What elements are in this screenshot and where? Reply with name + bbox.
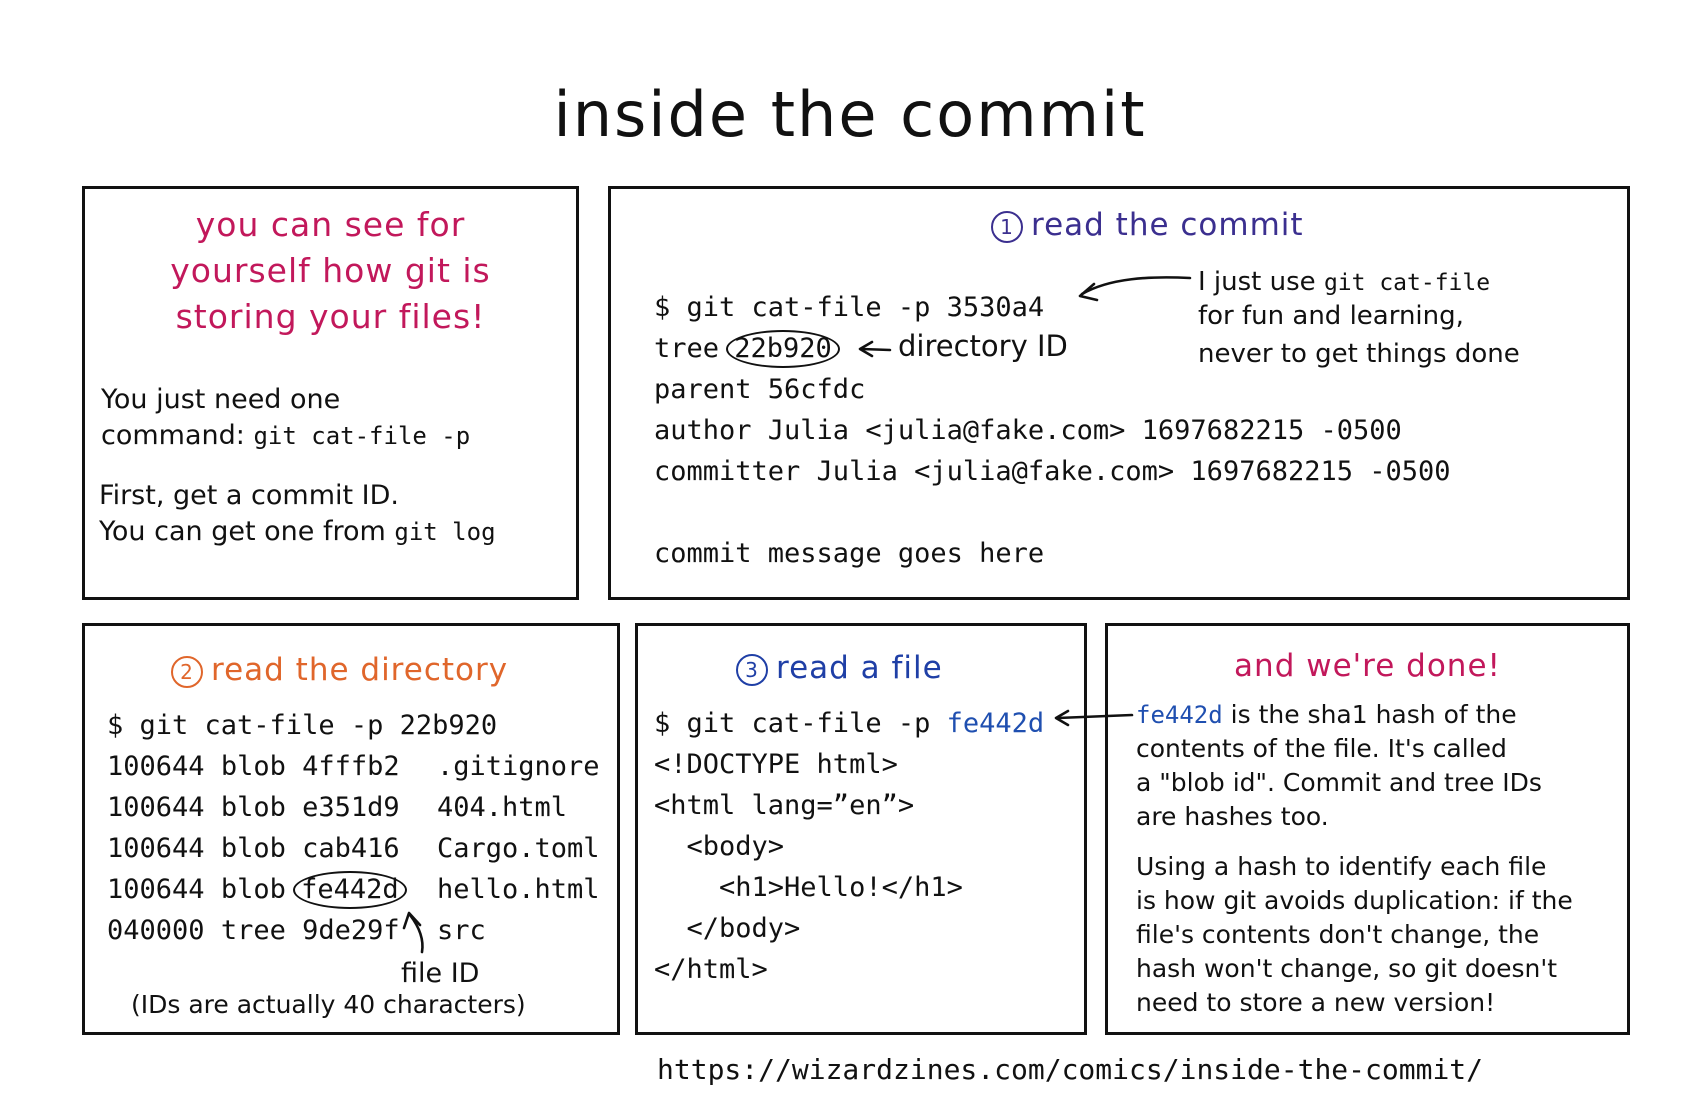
tree-entry-name: src bbox=[437, 915, 486, 946]
done-p2-line: hash won't change, so git doesn't bbox=[1136, 954, 1558, 983]
done-hash: fe442d bbox=[1136, 701, 1223, 729]
file-content-line: <h1>Hello!</h1> bbox=[654, 872, 963, 903]
done-p1-line: are hashes too. bbox=[1136, 802, 1329, 831]
directory-id-annotation: directory ID bbox=[898, 329, 1068, 363]
tree-entry-name: .gitignore bbox=[437, 751, 600, 782]
file-content-line: <body> bbox=[654, 831, 785, 862]
intro-heading-line-2: yourself how git is bbox=[170, 251, 491, 290]
step1-message: commit message goes here bbox=[654, 538, 1045, 569]
entry-id: cab416 bbox=[302, 833, 400, 864]
step1-committer: committer Julia <julia@fake.com> 1697682… bbox=[654, 456, 1451, 487]
step1-aside-prefix: I just use bbox=[1198, 267, 1324, 297]
tree-entry-row: 100644 blob fe442d bbox=[107, 869, 407, 910]
entry-mode: 100644 bbox=[107, 833, 205, 864]
step1-parent: parent 56cfdc bbox=[654, 374, 866, 405]
intro-heading-line-1: you can see for bbox=[195, 205, 466, 244]
id-length-footnote: (IDs are actually 40 characters) bbox=[131, 990, 526, 1019]
tree-entry-name: 404.html bbox=[437, 792, 568, 823]
step2-heading-text: read the directory bbox=[211, 652, 509, 688]
step3-command-hash: fe442d bbox=[946, 708, 1045, 739]
entry-type: blob bbox=[220, 751, 286, 782]
intro-line-4-text: You can get one from bbox=[99, 516, 395, 547]
intro-line-1: You just need one bbox=[101, 384, 341, 415]
entry-mode: 100644 bbox=[107, 751, 205, 782]
done-p1-line-1: fe442d is the sha1 hash of the bbox=[1136, 698, 1517, 732]
step3-number: 3 bbox=[736, 653, 768, 686]
intro-line-2: command: git cat-file -p bbox=[101, 419, 470, 453]
entry-id: e351d9 bbox=[302, 792, 400, 823]
intro-line-2-text: command: bbox=[101, 420, 254, 451]
step1-heading-text: read the commit bbox=[1031, 207, 1304, 243]
intro-line-4: You can get one from git log bbox=[99, 515, 496, 549]
intro-panel: you can see for yourself how git is stor… bbox=[82, 186, 579, 600]
file-content-line: <!DOCTYPE html> bbox=[654, 749, 898, 780]
step2-command: $ git cat-file -p 22b920 bbox=[107, 710, 498, 741]
intro-line-4-code: git log bbox=[394, 518, 496, 546]
done-p2-line: Using a hash to identify each file bbox=[1136, 852, 1547, 881]
done-p2-line: is how git avoids duplication: if the bbox=[1136, 886, 1573, 915]
step1-author: author Julia <julia@fake.com> 1697682215… bbox=[654, 415, 1402, 446]
tree-entry-row: 100644 blob e351d9 bbox=[107, 787, 400, 828]
intro-line-2-code: git cat-file -p bbox=[253, 422, 471, 450]
step1-aside-code: git cat-file bbox=[1323, 270, 1491, 296]
entry-id: 9de29f bbox=[302, 915, 400, 946]
step1-tree-id: 22b920 bbox=[726, 330, 840, 368]
intro-heading-line-3: storing your files! bbox=[175, 297, 486, 336]
step1-aside-line-1: I just use git cat-file bbox=[1198, 265, 1490, 300]
entry-mode: 100644 bbox=[107, 792, 205, 823]
done-p1-line: a "blob id". Commit and tree IDs bbox=[1136, 768, 1542, 797]
footer-url[interactable]: https://wizardzines.com/comics/inside-th… bbox=[657, 1053, 1484, 1086]
tree-entry-name: hello.html bbox=[437, 874, 600, 905]
entry-id-circled: fe442d bbox=[293, 871, 407, 909]
step1-command: $ git cat-file -p 3530a4 bbox=[654, 292, 1045, 323]
step1-tree-line: tree 22b920 bbox=[654, 328, 840, 369]
page-title: inside the commit bbox=[553, 78, 1147, 151]
tree-entry-row: 100644 blob 4fffb2 bbox=[107, 746, 400, 787]
entry-mode: 040000 bbox=[107, 915, 205, 946]
entry-type: tree bbox=[220, 915, 286, 946]
step2-number: 2 bbox=[171, 655, 203, 688]
tree-entry-name: Cargo.toml bbox=[437, 833, 600, 864]
step3-heading-text: read a file bbox=[776, 650, 943, 686]
done-p2-line: file's contents don't change, the bbox=[1136, 920, 1540, 949]
file-content-line: </html> bbox=[654, 954, 768, 985]
done-p1-line: contents of the file. It's called bbox=[1136, 734, 1507, 763]
step3-command: $ git cat-file -p fe442d bbox=[654, 703, 1044, 744]
entry-id: 4fffb2 bbox=[302, 751, 400, 782]
file-content-line: <html lang=”en”> bbox=[654, 790, 915, 821]
done-heading: and we're done! bbox=[1234, 648, 1501, 684]
file-content-line: </body> bbox=[654, 913, 801, 944]
done-panel: and we're done! fe442d is the sha1 hash … bbox=[1105, 623, 1630, 1035]
tree-entry-row: 040000 tree 9de29f bbox=[107, 910, 400, 951]
entry-type: blob bbox=[220, 874, 286, 905]
file-id-annotation: file ID bbox=[401, 958, 480, 989]
entry-type: blob bbox=[220, 833, 286, 864]
step1-aside-line-2: for fun and learning, bbox=[1198, 301, 1464, 331]
step1-aside-line-3: never to get things done bbox=[1198, 339, 1520, 369]
tree-entry-row: 100644 blob cab416 bbox=[107, 828, 400, 869]
entry-mode: 100644 bbox=[107, 874, 205, 905]
step1-number: 1 bbox=[991, 210, 1023, 243]
step1-tree-label: tree bbox=[654, 333, 736, 364]
step3-command-prefix: $ git cat-file -p bbox=[654, 708, 947, 739]
entry-type: blob bbox=[220, 792, 286, 823]
intro-line-3: First, get a commit ID. bbox=[99, 480, 400, 511]
done-p1-line-1-rest: is the sha1 hash of the bbox=[1222, 700, 1517, 729]
done-p2-line: need to store a new version! bbox=[1136, 988, 1496, 1017]
